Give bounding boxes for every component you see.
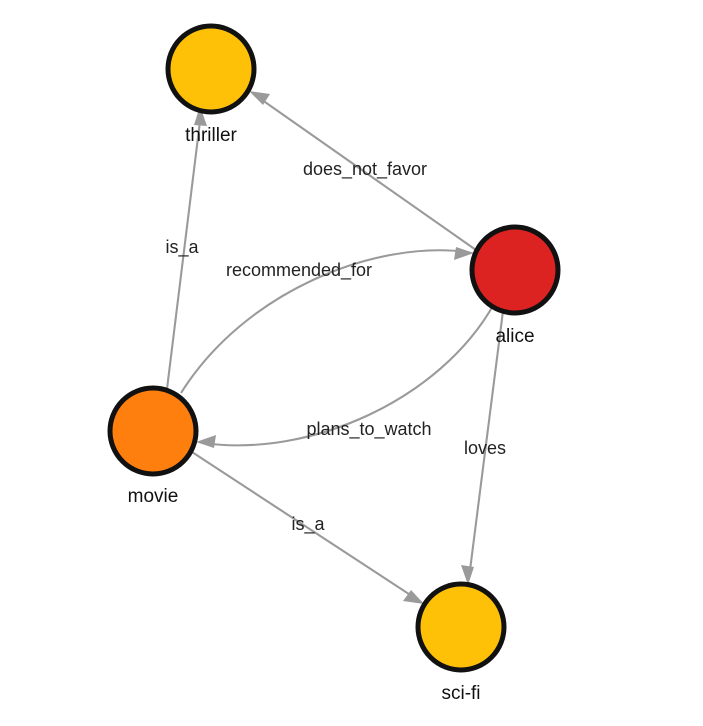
- node-label-layer: thriller alice movie sci-fi: [128, 125, 535, 704]
- arrow-head-is-a-thriller: [194, 106, 207, 126]
- edge-label-layer: does_not_favor is_a recommended_for plan…: [165, 159, 506, 535]
- arrow-head-is-a-sci-fi: [403, 590, 424, 604]
- arrow-head-does-not-favor: [249, 91, 270, 105]
- edge-does-not-favor[interactable]: [249, 91, 477, 251]
- edge-line-does-not-favor: [254, 94, 477, 251]
- edge-loves[interactable]: [461, 310, 505, 585]
- node-label-movie: movie: [128, 486, 179, 507]
- node-circle-movie[interactable]: [107, 385, 199, 477]
- edge-label-recommended-for: recommended_for: [226, 260, 372, 281]
- node-movie[interactable]: [107, 385, 199, 477]
- node-layer: [107, 23, 561, 673]
- node-thriller[interactable]: [165, 23, 257, 115]
- edge-label-does-not-favor: does_not_favor: [303, 159, 427, 180]
- node-label-alice: alice: [495, 326, 534, 347]
- edge-line-loves: [467, 310, 505, 579]
- edge-layer: [165, 91, 505, 604]
- node-circle-thriller[interactable]: [165, 23, 257, 115]
- node-label-thriller: thriller: [185, 125, 237, 146]
- edge-recommended-for[interactable]: [180, 247, 474, 394]
- edge-line-plans-to-watch: [202, 303, 495, 447]
- edge-line-is-a-sci-fi: [191, 451, 419, 601]
- edge-line-is-a-thriller: [165, 112, 203, 390]
- edge-plans-to-watch[interactable]: [196, 303, 495, 448]
- edge-line-recommended-for: [180, 249, 468, 394]
- arrow-head-loves: [461, 565, 474, 585]
- node-label-sci-fi: sci-fi: [441, 683, 480, 704]
- edge-label-is-a-thriller: is_a: [165, 237, 199, 258]
- edge-label-is-a-sci-fi: is_a: [291, 514, 325, 535]
- node-circle-sci-fi[interactable]: [415, 581, 507, 673]
- edge-label-loves: loves: [464, 438, 506, 458]
- edge-is-a-thriller[interactable]: [165, 106, 207, 390]
- node-alice[interactable]: [469, 224, 561, 316]
- arrow-head-recommended-for: [454, 247, 474, 260]
- edge-is-a-sci-fi[interactable]: [191, 451, 424, 604]
- node-sci-fi[interactable]: [415, 581, 507, 673]
- arrow-head-plans-to-watch: [196, 435, 216, 448]
- edge-label-plans-to-watch: plans_to_watch: [306, 419, 431, 440]
- node-circle-alice[interactable]: [469, 224, 561, 316]
